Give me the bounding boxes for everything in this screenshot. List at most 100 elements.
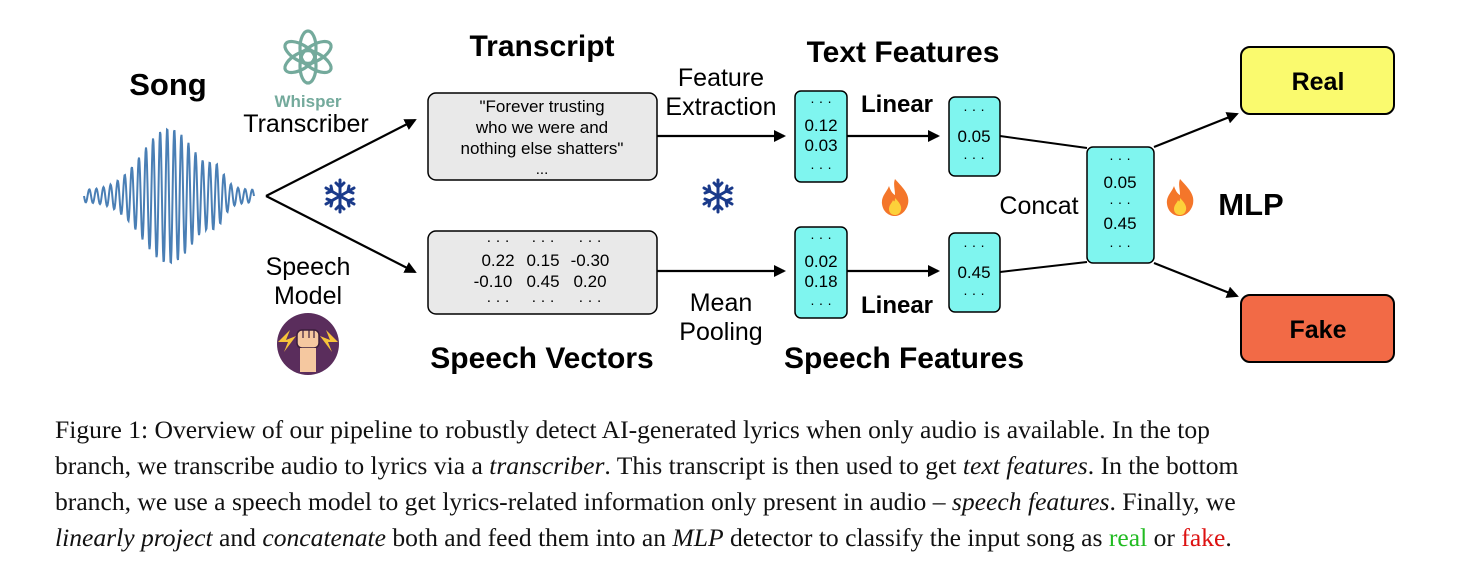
speech-vectors-title: Speech Vectors: [430, 342, 653, 375]
caption-fake-word: fake: [1181, 523, 1226, 552]
waveform-icon: [83, 127, 255, 265]
caption-text: and: [212, 523, 263, 552]
speech-vectors-row: · · · · · · · · ·: [486, 232, 601, 249]
caption-emphasis: transcriber: [489, 451, 605, 480]
transcript-line: who we were and: [475, 118, 608, 137]
snowflake-icon: [702, 178, 734, 214]
caption-text: branch, we transcribe audio to lyrics vi…: [55, 451, 490, 480]
concat-vector: [1086, 146, 1155, 264]
speech-vector-cell: · · ·: [531, 232, 554, 249]
concat-label: Concat: [999, 192, 1078, 220]
caption-emphasis: concatenate: [262, 523, 386, 552]
speech-vector-cell: 0.20: [573, 272, 606, 291]
feature-extraction-label-line2: Extraction: [665, 93, 776, 121]
vector-value: 0.45: [957, 263, 990, 282]
real-arrow: [1153, 112, 1239, 149]
real-label: Real: [1292, 68, 1345, 96]
transcript-title: Transcript: [469, 30, 614, 63]
vector-value: · · ·: [810, 159, 832, 175]
vector-value: · · ·: [1109, 237, 1131, 253]
speech-vectors-row: -0.10 0.45 0.20: [474, 272, 607, 291]
vector-value: 0.18: [804, 272, 837, 291]
caption-line: branch, we use a speech model to get lyr…: [55, 484, 1417, 520]
speech-vector-cell: · · ·: [486, 232, 509, 249]
mean-pooling-label-line2: Pooling: [679, 318, 762, 346]
caption-text: . This transcript is then used to get: [604, 451, 963, 480]
caption-emphasis: linearly project: [55, 523, 213, 552]
fake-arrow: [1153, 261, 1239, 298]
linear-label-top: Linear: [861, 91, 933, 118]
vector-value: · · ·: [1109, 194, 1131, 210]
speech-vectors-row: 0.22 0.15 -0.30: [481, 251, 609, 270]
vector-value: · · ·: [963, 237, 985, 253]
caption-text: branch, we use a speech model to get lyr…: [55, 487, 952, 516]
song-label: Song: [129, 67, 207, 102]
caption-text: . In the bottom: [1087, 451, 1239, 480]
speech-vectors-box: [427, 230, 658, 315]
vector-value: 0.12: [804, 116, 837, 135]
caption-emphasis: speech features: [951, 487, 1110, 516]
speech-features-title: Speech Features: [784, 342, 1024, 375]
mlp-label: MLP: [1218, 187, 1283, 222]
speech-vector-cell: 0.45: [526, 272, 559, 291]
speech-model-label-line1: Speech: [266, 253, 351, 281]
vector-value: · · ·: [963, 149, 985, 165]
text-features-title: Text Features: [807, 36, 1000, 69]
speech-vector-cell: · · ·: [486, 292, 509, 309]
caption-real-word: real: [1108, 523, 1148, 552]
vector-value: 0.05: [1103, 173, 1136, 192]
caption-emphasis: text features: [962, 451, 1088, 480]
transcriber-label: Transcriber: [243, 110, 369, 138]
waveform-path: [83, 127, 255, 265]
vector-value: 0.05: [957, 127, 990, 146]
caption-emphasis: MLP: [672, 523, 724, 552]
transcript-line: "Forever trusting: [479, 97, 604, 116]
fork-arrow-top: [265, 119, 417, 197]
transcript-line: nothing else shatters": [461, 139, 624, 158]
vector-value: · · ·: [963, 285, 985, 301]
speech-vector-cell: · · ·: [531, 292, 554, 309]
vector-value: 0.02: [804, 252, 837, 271]
figure-caption: Figure 1: Overview of our pipeline to ro…: [55, 412, 1417, 556]
speech-vector-cell: -0.10: [474, 272, 513, 291]
caption-line: branch, we transcribe audio to lyrics vi…: [55, 448, 1417, 484]
vector-value: · · ·: [810, 93, 832, 109]
transcript-line: ...: [536, 161, 549, 178]
caption-text: .: [1225, 523, 1232, 552]
vector-value: · · ·: [810, 295, 832, 311]
speech-vector-cell: 0.15: [526, 251, 559, 270]
whisper-logo-icon: [283, 29, 333, 85]
caption-text: both and feed them into an: [385, 523, 673, 552]
speech-vectors-row: · · · · · · · · ·: [486, 292, 601, 309]
caption-text: . Finally, we: [1109, 487, 1236, 516]
projected-speech-vector: [948, 232, 1001, 313]
snowflake-icon: [324, 178, 356, 214]
vector-value: 0.45: [1103, 214, 1136, 233]
connector-line: [999, 135, 1088, 149]
mean-pooling-label-line1: Mean: [690, 289, 753, 317]
fake-label: Fake: [1290, 316, 1347, 344]
speech-model-fist-icon: [277, 313, 339, 375]
linear-label-bottom: Linear: [861, 292, 933, 319]
fire-icon: [881, 179, 909, 216]
vector-value: · · ·: [963, 101, 985, 117]
speech-vector-cell: · · ·: [578, 232, 601, 249]
caption-text: Figure 1: Overview of our pipeline to ro…: [55, 415, 1210, 444]
vector-value: 0.03: [804, 136, 837, 155]
pipeline-diagram: Song Whisper Transcriber Speech Model Tr…: [83, 29, 1395, 375]
speech-model-label-line2: Model: [274, 282, 342, 310]
diagram-canvas: Song Whisper Transcriber Speech Model Tr…: [83, 29, 1395, 375]
connector-line: [999, 261, 1088, 273]
vector-value: · · ·: [810, 229, 832, 245]
real-box: [1240, 46, 1395, 115]
speech-vector-cell: · · ·: [578, 292, 601, 309]
fork-arrow-bottom: [265, 195, 417, 273]
feature-extraction-label-line1: Feature: [678, 64, 764, 92]
caption-text: detector to classify the input song as: [723, 523, 1109, 552]
vector-value: · · ·: [1109, 150, 1131, 166]
fire-icon: [1166, 179, 1194, 216]
caption-line: Figure 1: Overview of our pipeline to ro…: [55, 412, 1417, 448]
speech-vector-cell: 0.22: [481, 251, 514, 270]
speech-features-vector: [794, 226, 848, 319]
whisper-logo-text: Whisper: [274, 92, 341, 111]
